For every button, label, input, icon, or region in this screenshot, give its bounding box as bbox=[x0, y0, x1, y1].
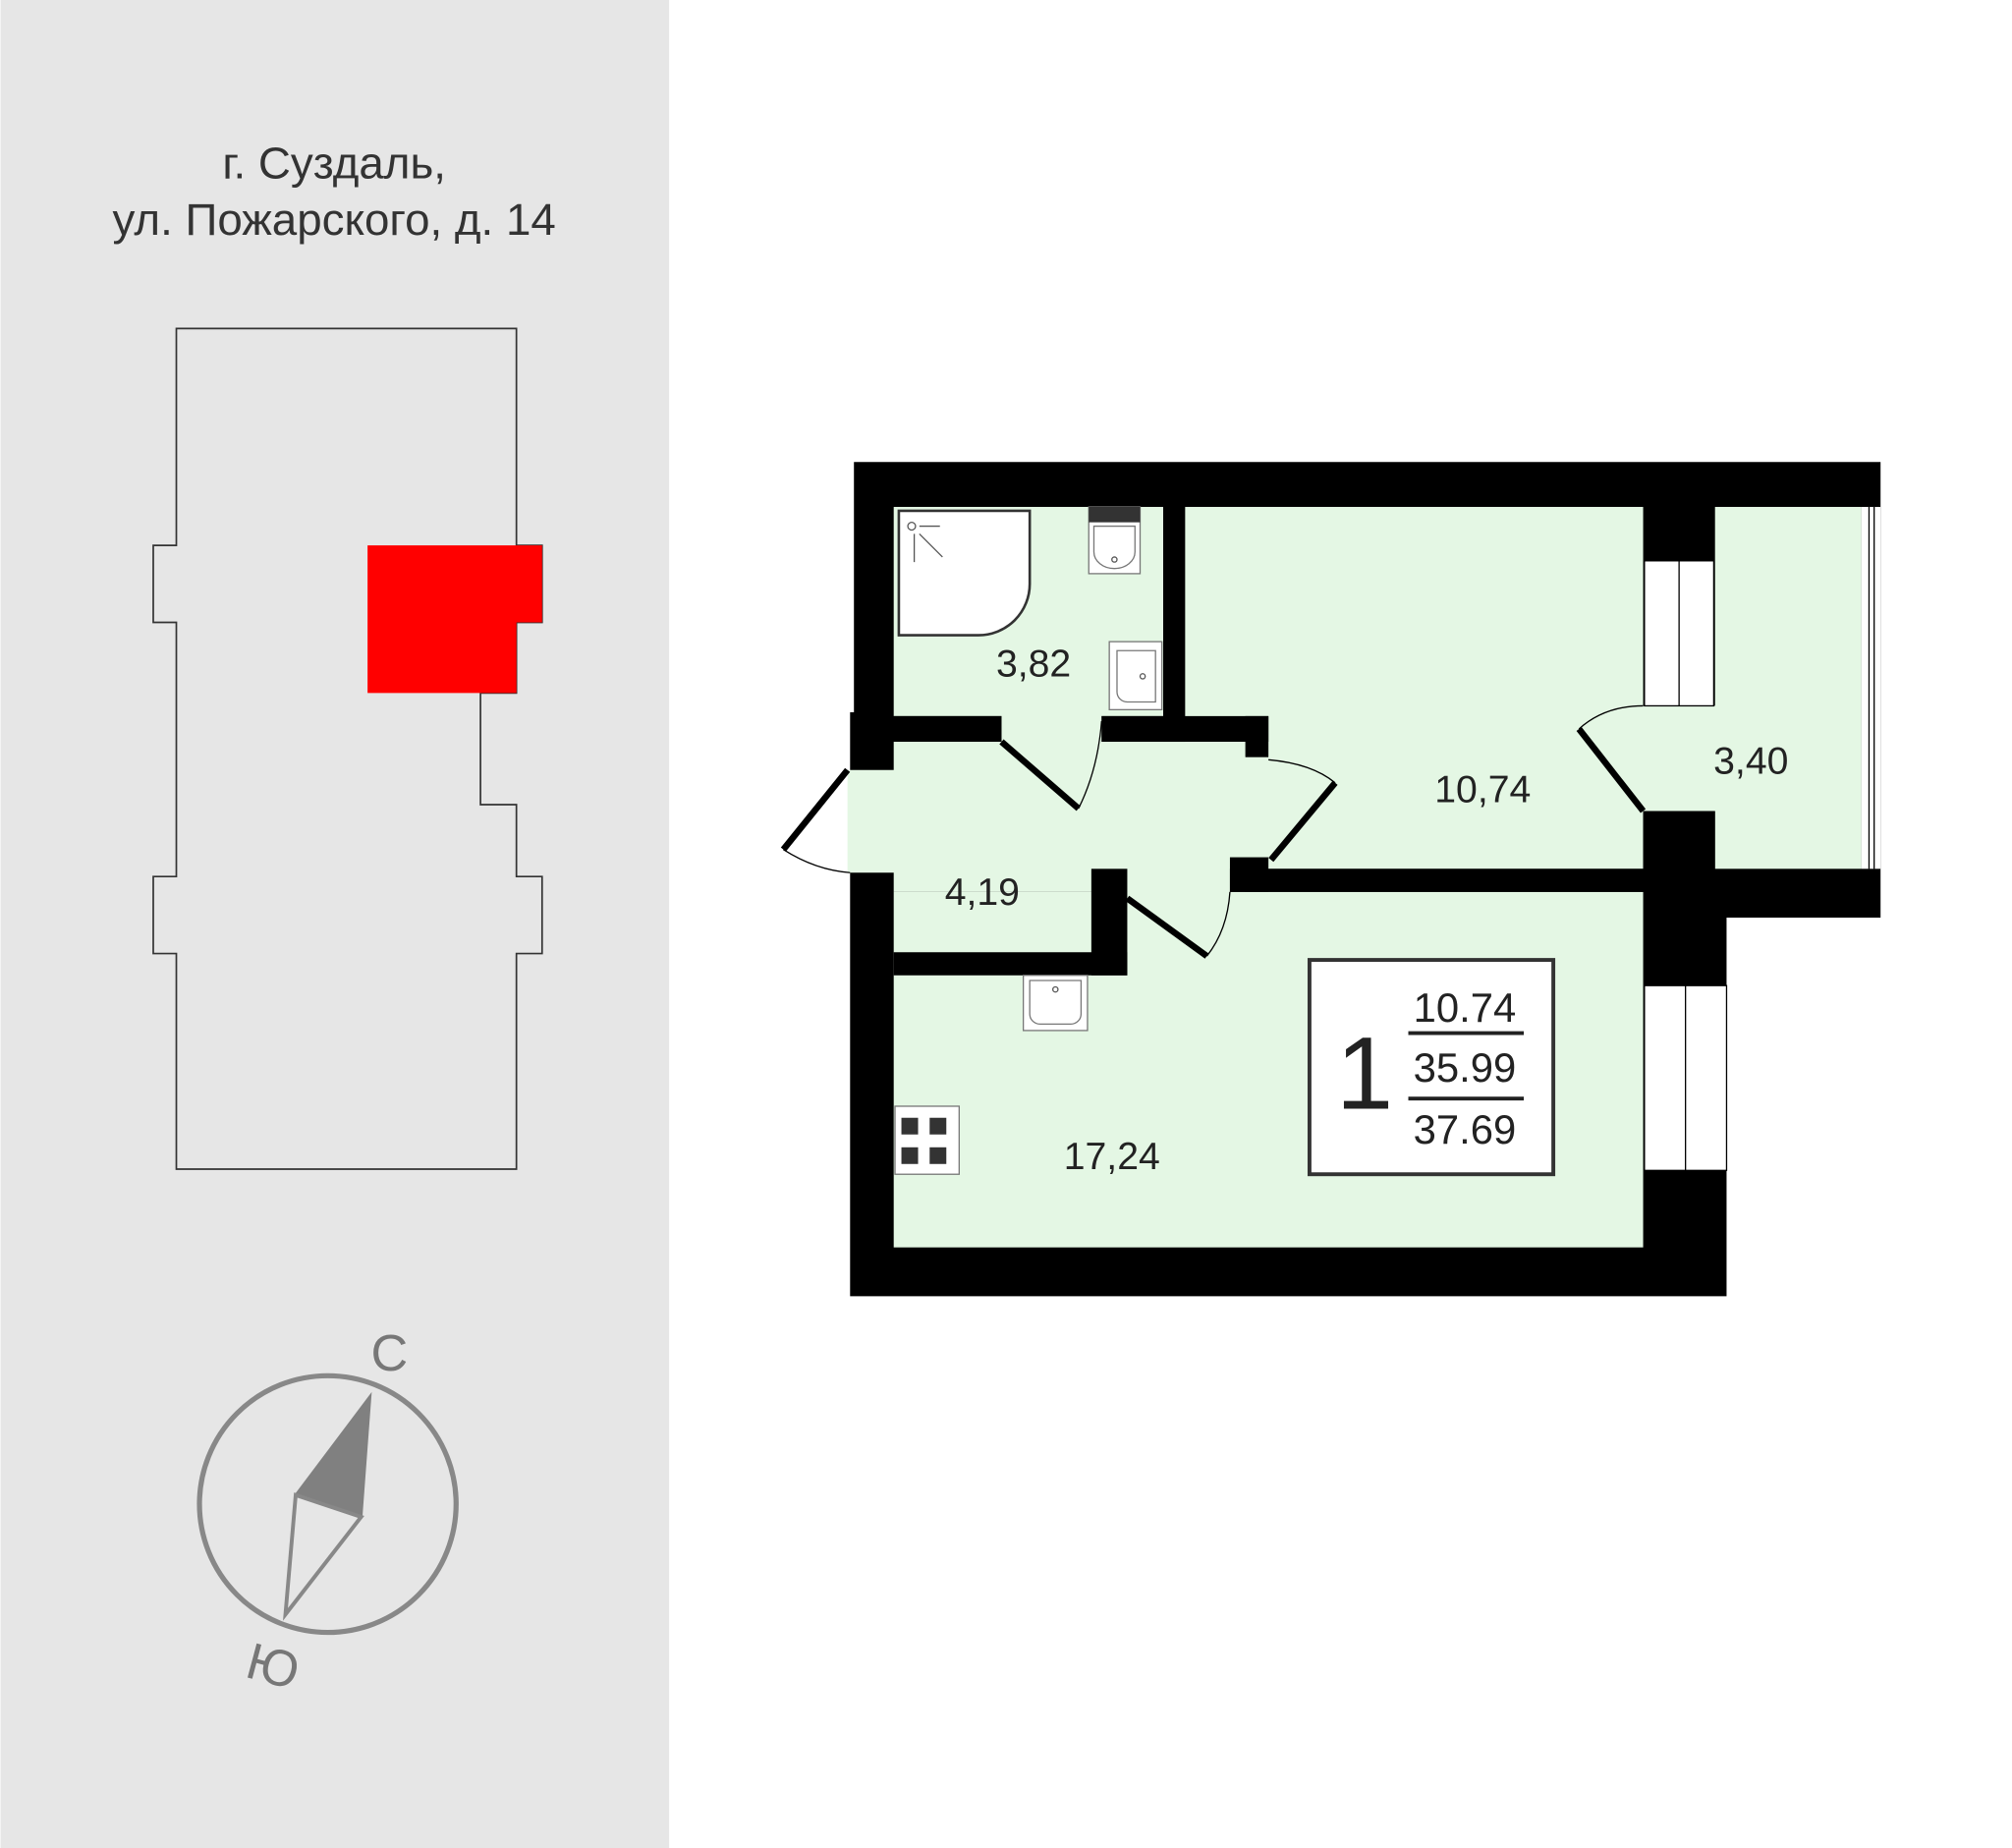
room-area-bathroom: 3,82 bbox=[996, 643, 1071, 685]
wall bbox=[1163, 506, 1186, 743]
bathroom-doorway bbox=[1001, 713, 1102, 745]
total-area-with-balcony: 37.69 bbox=[1414, 1106, 1517, 1152]
sidebar-panel bbox=[0, 0, 670, 1848]
room-hallway[interactable] bbox=[893, 742, 1246, 892]
compass-south-arrow bbox=[283, 1492, 364, 1621]
bedroom-doorway bbox=[1243, 756, 1271, 858]
room-area-hallway: 4,19 bbox=[945, 871, 1020, 914]
wall bbox=[1643, 811, 1715, 892]
window bbox=[1644, 560, 1715, 707]
apartment-location-marker[interactable] bbox=[367, 545, 542, 694]
area-summary-box: 1 10.74 35.99 37.69 bbox=[1307, 958, 1556, 1177]
total-area: 35.99 bbox=[1414, 1044, 1517, 1091]
address-line-2: ул. Пожарского, д. 14 bbox=[113, 195, 556, 245]
building-outline bbox=[152, 327, 543, 1170]
toilet-icon bbox=[1088, 506, 1142, 575]
floor-plan: 3,82 10,74 3,40 4,19 17,24 1 10.74 35.99… bbox=[780, 462, 1881, 1297]
compass: С Ю bbox=[196, 1325, 459, 1702]
living-area: 10.74 bbox=[1414, 984, 1517, 1031]
entrance-door[interactable] bbox=[780, 767, 851, 873]
sink-icon bbox=[1108, 641, 1163, 711]
door[interactable] bbox=[1576, 704, 1647, 813]
wall bbox=[1229, 868, 1644, 892]
wall bbox=[893, 952, 1128, 976]
compass-north-label: С bbox=[370, 1325, 408, 1382]
entrance-doorway bbox=[847, 769, 897, 873]
balcony-doorway bbox=[1640, 705, 1718, 812]
door[interactable] bbox=[1125, 891, 1231, 959]
shower-icon bbox=[897, 509, 1032, 637]
kitchen-doorway bbox=[1127, 868, 1230, 895]
kitchen-sink-icon bbox=[1022, 975, 1089, 1032]
door[interactable] bbox=[999, 721, 1102, 812]
room-area-balcony: 3,40 bbox=[1713, 741, 1788, 783]
room-balcony[interactable] bbox=[1714, 506, 1862, 869]
room-area-kitchen-living: 17,24 bbox=[1064, 1136, 1160, 1178]
stove-icon bbox=[894, 1105, 960, 1175]
balcony-glazing bbox=[1861, 506, 1881, 869]
rooms-count: 1 bbox=[1336, 1017, 1393, 1132]
address-line-1: г. Суздаль, bbox=[222, 139, 446, 189]
room-area-bedroom: 10,74 bbox=[1434, 768, 1531, 811]
wall bbox=[893, 715, 1002, 743]
wall bbox=[1101, 715, 1269, 743]
door[interactable] bbox=[1268, 758, 1338, 863]
window bbox=[1644, 984, 1728, 1171]
wall bbox=[1245, 715, 1269, 757]
